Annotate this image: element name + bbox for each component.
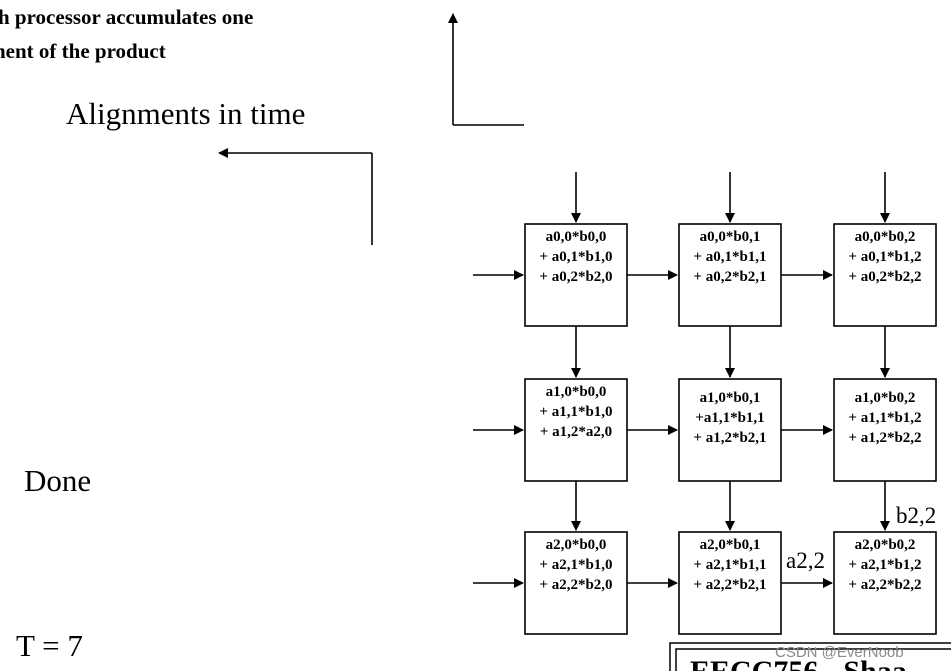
processor-term-1-2-0: a1,0*b0,2 — [855, 390, 916, 406]
watermark-text: CSDN @EverNoob — [775, 644, 904, 661]
processor-term-0-0-2: + a0,2*b2,0 — [539, 269, 612, 285]
processor-term-1-2-2: + a1,2*b2,2 — [848, 430, 921, 446]
processor-term-2-2-2: + a2,2*b2,2 — [848, 577, 921, 593]
time-axis-left-arrow — [218, 148, 373, 245]
alignments-in-time-label: Alignments in time — [66, 96, 305, 131]
processor-term-2-1-1: + a2,1*b1,1 — [693, 557, 766, 573]
processor-term-2-0-2: + a2,2*b2,0 — [539, 577, 612, 593]
processor-term-0-2-1: + a0,1*b1,2 — [848, 249, 921, 265]
header-line-1: h processor accumulates one — [0, 5, 253, 29]
processor-term-2-1-0: a2,0*b0,1 — [700, 537, 761, 553]
processor-cell-1-1 — [678, 378, 782, 482]
processor-term-1-0-0: a1,0*b0,0 — [546, 384, 607, 400]
processor-term-0-2-0: a0,0*b0,2 — [855, 229, 916, 245]
input-label-a22: a2,2 — [786, 548, 825, 573]
header-line-2: nent of the product — [0, 39, 166, 63]
processor-term-1-1-1: +a1,1*b1,1 — [695, 410, 764, 426]
processor-term-0-1-2: + a0,2*b2,1 — [693, 269, 766, 285]
processor-term-0-0-0: a0,0*b0,0 — [546, 229, 607, 245]
processor-term-2-2-0: a2,0*b0,2 — [855, 537, 916, 553]
processor-grid: a0,0*b0,0 + a0,1*b1,0 + a0,2*b2,0 a0,0*b0,1… — [473, 172, 937, 635]
processor-term-0-2-2: + a0,2*b2,2 — [848, 269, 921, 285]
time-step-label: T = 7 — [16, 628, 83, 663]
done-label: Done — [24, 463, 91, 498]
processor-cell-1-2 — [833, 378, 937, 482]
processor-term-2-0-1: + a2,1*b1,0 — [539, 557, 612, 573]
processor-cell-0-0 — [524, 223, 628, 327]
input-label-b22: b2,2 — [896, 503, 936, 528]
footer-title-box: EECC756 - Shaa — [669, 642, 951, 671]
processor-term-0-1-0: a0,0*b0,1 — [700, 229, 761, 245]
processor-term-0-0-1: + a0,1*b1,0 — [539, 249, 612, 265]
processor-cell-0-2 — [833, 223, 937, 327]
processor-term-2-2-1: + a2,1*b1,2 — [848, 557, 921, 573]
processor-term-1-2-1: + a1,1*b1,2 — [848, 410, 921, 426]
processor-term-1-0-2: + a1,2*a2,0 — [540, 424, 612, 440]
processor-term-1-0-1: + a1,1*b1,0 — [539, 404, 612, 420]
footer-title: EECC756 - Shaa — [690, 655, 907, 671]
processor-cell-2-2 — [833, 531, 937, 635]
processor-term-1-1-0: a1,0*b0,1 — [700, 390, 761, 406]
processor-term-0-1-1: + a0,1*b1,1 — [693, 249, 766, 265]
processor-term-2-0-0: a2,0*b0,0 — [546, 537, 607, 553]
time-axis-up-arrow — [448, 13, 524, 126]
processor-term-1-1-2: + a1,2*b2,1 — [693, 430, 766, 446]
processor-cell-1-0 — [524, 378, 628, 482]
processor-term-2-1-2: + a2,2*b2,1 — [693, 577, 766, 593]
